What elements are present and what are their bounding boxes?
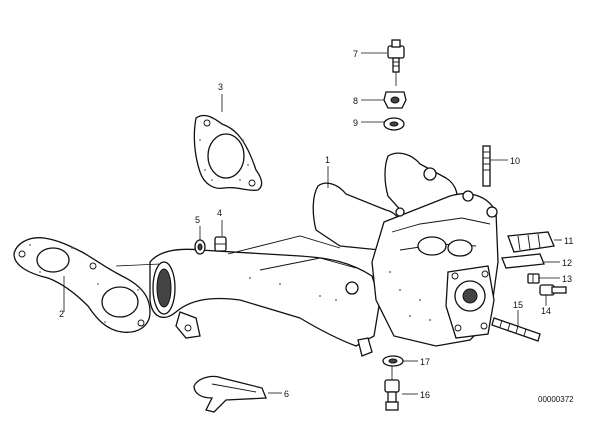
label-part-10: 10: [510, 156, 520, 166]
label-part-8: 8: [353, 96, 358, 106]
gasket-part-2: [13, 237, 151, 333]
washer-part-9: [383, 117, 405, 131]
stud-part-15: [491, 317, 541, 342]
label-part-11: 11: [564, 236, 573, 246]
label-part-6: 6: [284, 389, 289, 399]
label-part-7: 7: [353, 49, 358, 59]
plate-part-12: [501, 253, 545, 269]
label-part-12: 12: [562, 258, 572, 268]
grommet-part-8: [383, 91, 407, 109]
washer-part-17: [382, 355, 404, 367]
nut-part-13: [527, 273, 540, 284]
intake-manifold-part-1: [149, 152, 499, 357]
label-part-9: 9: [353, 118, 358, 128]
nut-part-4: [214, 236, 227, 252]
bolt-part-14: [539, 284, 567, 296]
label-part-2: 2: [59, 309, 64, 319]
label-part-14: 14: [541, 306, 551, 316]
clip-part-6: [193, 375, 267, 413]
washer-part-5: [194, 239, 206, 255]
stud-part-10: [482, 145, 491, 187]
label-part-17: 17: [420, 357, 430, 367]
label-part-15: 15: [513, 300, 523, 310]
label-part-16: 16: [420, 390, 430, 400]
sensor-part-7: [387, 39, 405, 86]
label-part-1: 1: [325, 155, 330, 165]
label-part-5: 5: [195, 215, 200, 225]
leader-lines: [63, 52, 562, 395]
label-part-3: 3: [218, 82, 223, 92]
bracket-part-11: [507, 231, 555, 253]
sensor-part-16: [384, 366, 400, 411]
diagram-reference-number: 00000372: [538, 395, 574, 404]
gasket-part-3: [193, 114, 263, 192]
label-part-4: 4: [217, 208, 222, 218]
label-part-13: 13: [562, 274, 572, 284]
